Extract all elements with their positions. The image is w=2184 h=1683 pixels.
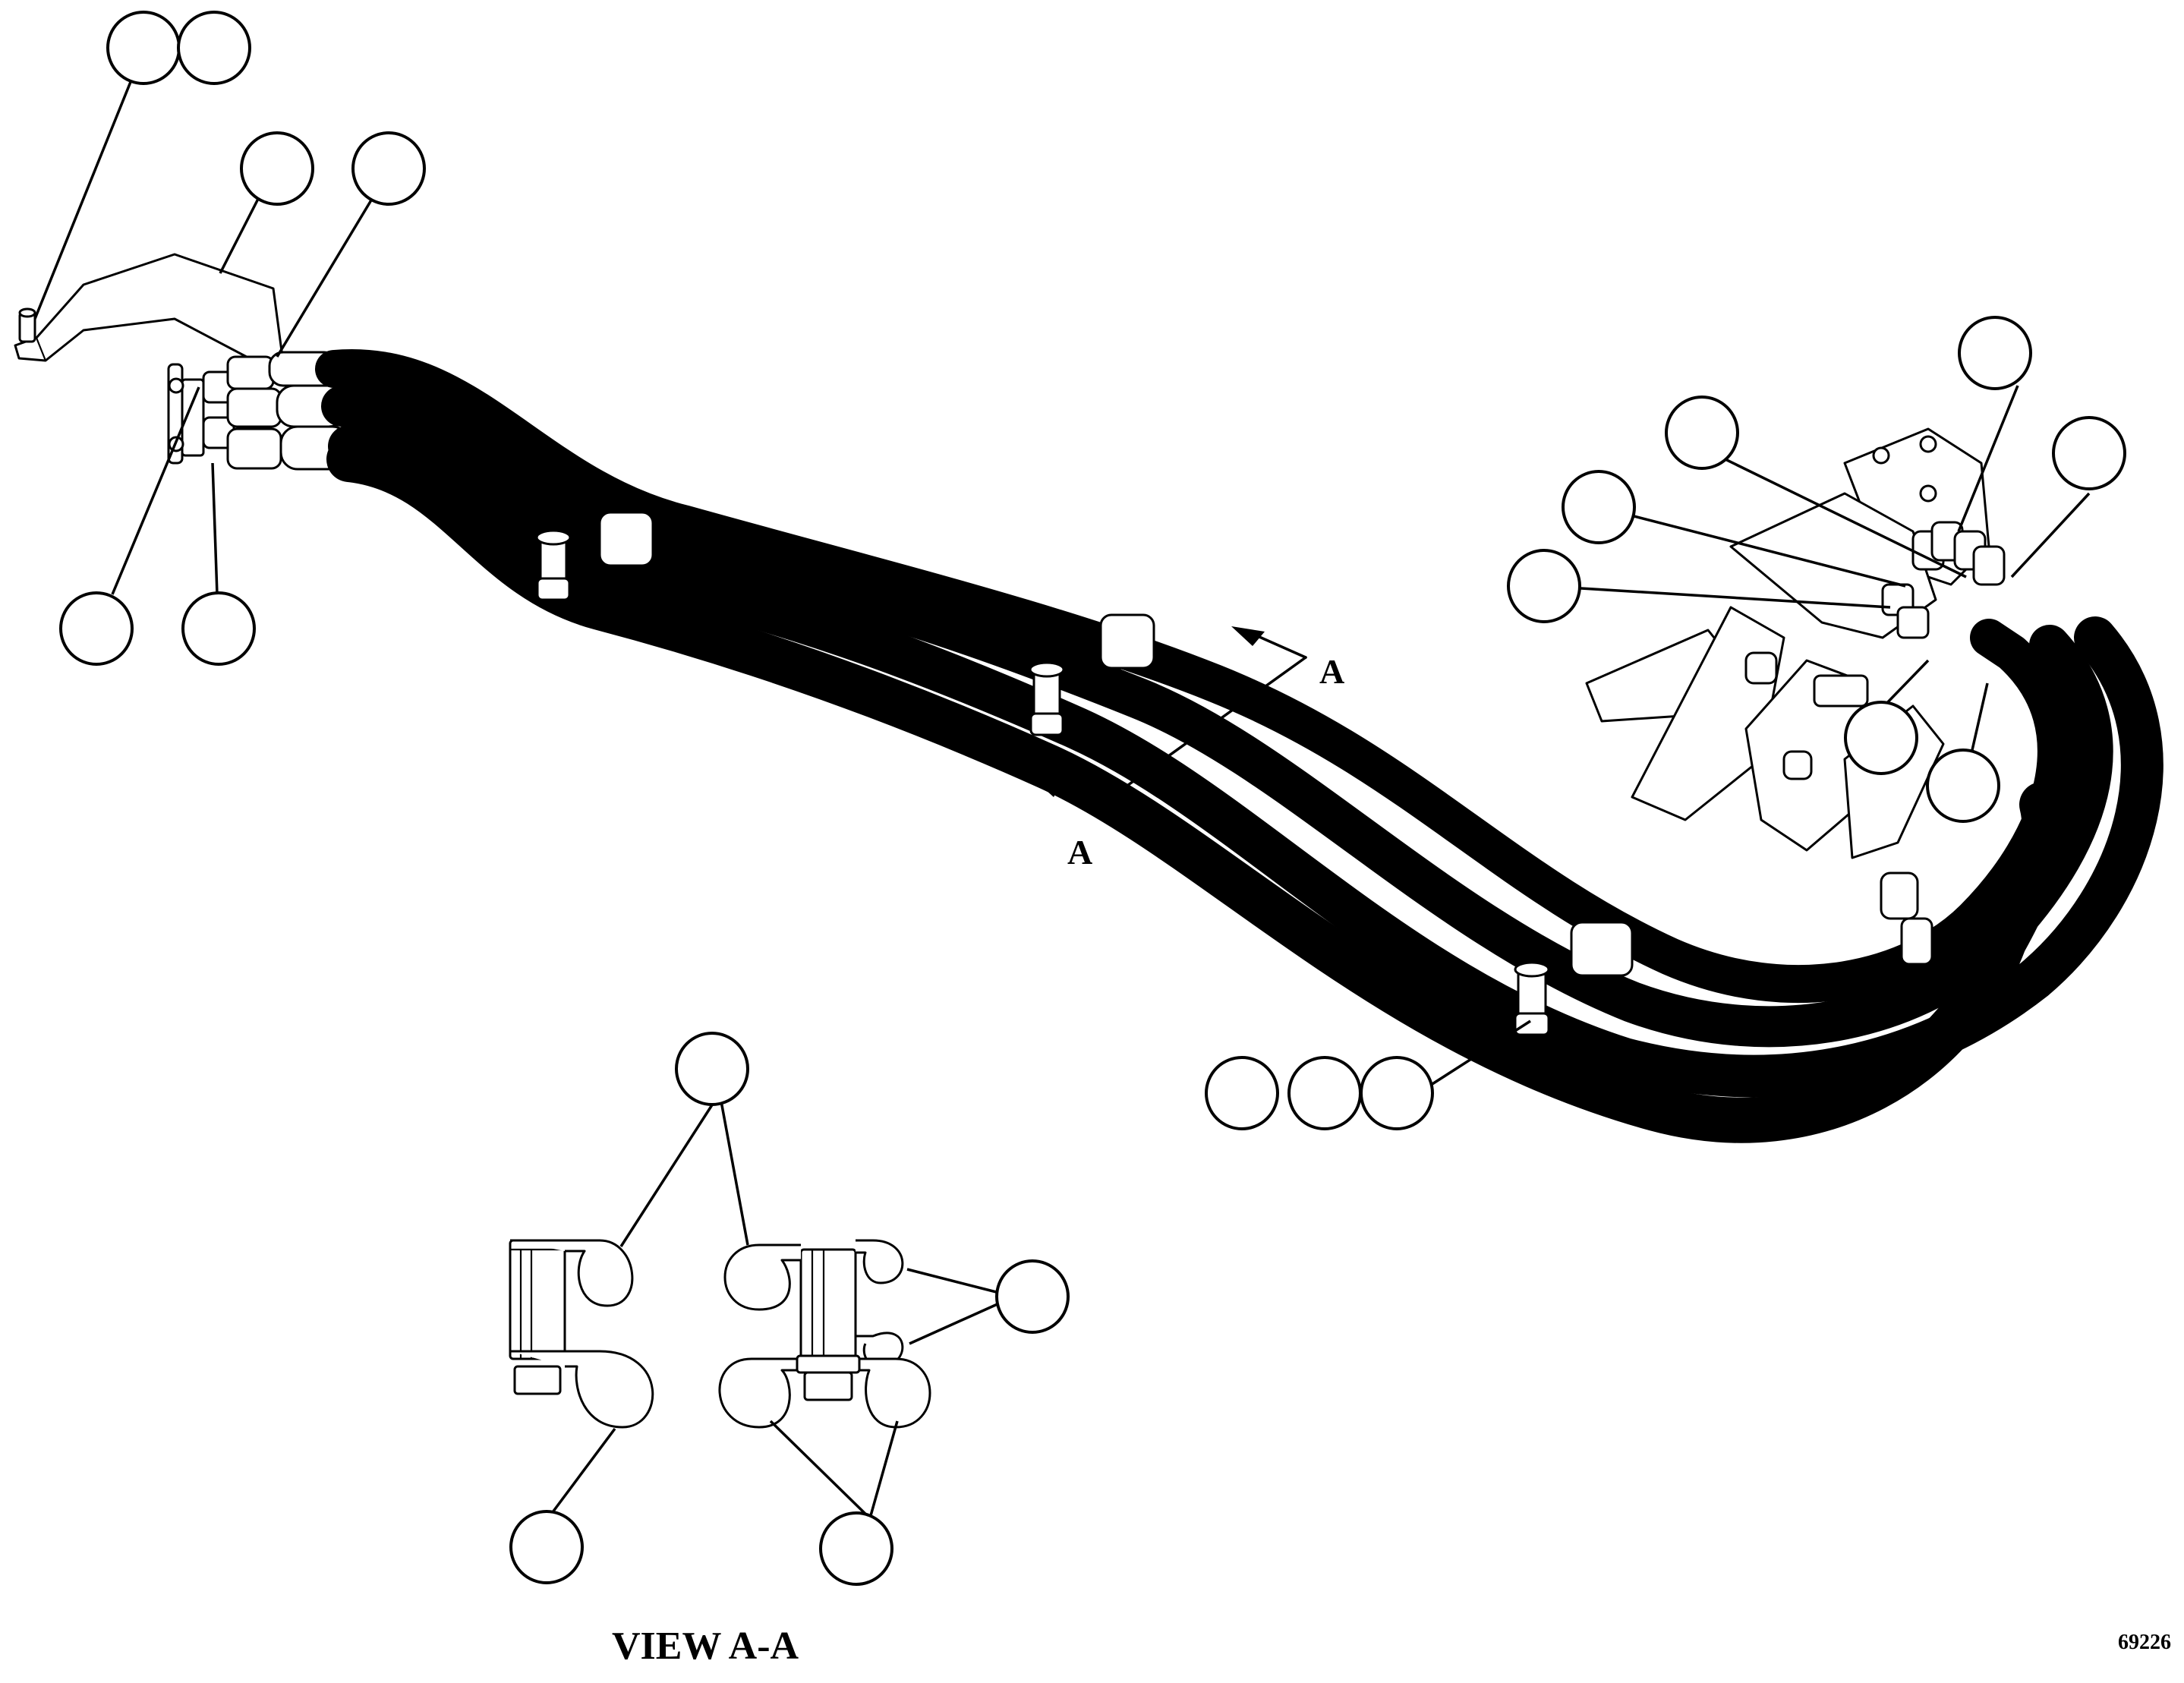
callout-bubble <box>675 1032 749 1106</box>
callout-bubble <box>181 591 256 666</box>
clamp-detail-left <box>509 1239 654 1429</box>
section-line-a-a: A A <box>1031 626 1344 871</box>
clamp-1 <box>535 511 654 601</box>
callout-bubble <box>177 11 251 85</box>
callout-bubble <box>509 1510 584 1584</box>
callout-bubble <box>1205 1056 1279 1130</box>
callout-bubble <box>995 1259 1070 1334</box>
callout-bubble <box>2052 416 2126 490</box>
callout-bubble <box>1360 1056 1434 1130</box>
view-a-a-detail: VIEW A-A <box>509 1239 931 1668</box>
section-arrow-label-upper: A <box>1319 652 1344 691</box>
hose-clamps <box>535 511 1933 1036</box>
clamp-4 <box>1880 871 1933 966</box>
callout-bubble <box>1665 396 1739 470</box>
callout-bubble <box>1562 470 1636 544</box>
callout-bubble <box>819 1511 893 1586</box>
callout-bubble <box>59 591 134 666</box>
callout-bubble <box>1287 1056 1362 1130</box>
figure-number: 69226 <box>2118 1631 2171 1654</box>
callout-bubble <box>1844 701 1918 775</box>
callout-bubble <box>106 11 181 85</box>
callout-bubble <box>1926 749 2000 823</box>
pedal-valve-assembly <box>1585 427 2006 859</box>
callout-bubbles <box>59 11 2126 1586</box>
mounting-bracket <box>14 253 284 364</box>
clamp-detail-right <box>718 1239 931 1429</box>
section-arrow-label-lower: A <box>1067 833 1092 871</box>
callout-bubble <box>1507 549 1581 623</box>
clamp-2 <box>1029 613 1155 736</box>
callout-bubble <box>1958 316 2032 390</box>
clamp-3 <box>1514 921 1634 1036</box>
view-title: VIEW A-A <box>612 1625 799 1668</box>
callout-bubble <box>351 131 426 206</box>
callout-bubble <box>240 131 314 206</box>
